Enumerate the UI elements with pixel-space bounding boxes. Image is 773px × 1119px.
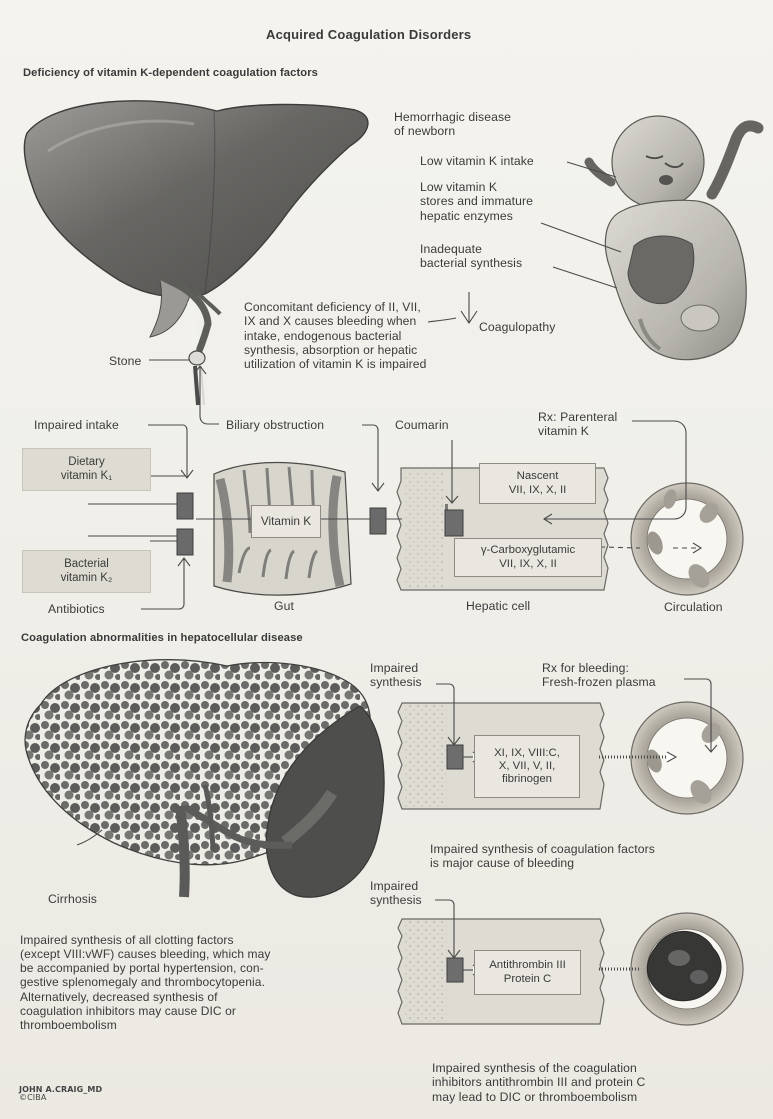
impaired-intake-label: Impaired intake xyxy=(34,418,119,432)
coumarin-label: Coumarin xyxy=(395,418,449,432)
cirrhotic-liver-illustration xyxy=(25,660,384,898)
cause-bacterial: Inadequate bacterial synthesis xyxy=(420,242,522,271)
nascent-factors-box: Nascent VII, IX, X, II xyxy=(479,463,596,504)
stone-label: Stone xyxy=(109,354,141,368)
vitamin-k-pathway-lines xyxy=(88,366,701,609)
concomitant-deficiency-note: Concomitant deficiency of II, VII, IX an… xyxy=(244,300,426,371)
antibiotics-label: Antibiotics xyxy=(48,602,105,616)
rx-bleeding-label: Rx for bleeding: Fresh-frozen plasma xyxy=(542,661,656,690)
coagulation-inhibitors-caption: Impaired synthesis of the coagulation in… xyxy=(432,1061,645,1104)
cause-low-stores: Low vitamin K stores and immature hepati… xyxy=(420,180,533,223)
cirrhosis-label: Cirrhosis xyxy=(48,892,97,906)
circulation-ring xyxy=(631,483,743,595)
coagulation-inhibitors-box: Antithrombin III Protein C xyxy=(474,950,581,995)
circulation-ring-thrombosis xyxy=(631,913,743,1025)
coagulation-factors-caption: Impaired synthesis of coagulation factor… xyxy=(430,842,655,871)
copyright-text: ©CIBA xyxy=(19,1093,46,1102)
gut-label: Gut xyxy=(274,599,294,613)
circulation-label: Circulation xyxy=(664,600,723,614)
hepatic-cell-label: Hepatic cell xyxy=(466,599,530,613)
impaired-synthesis-label-1: Impaired synthesis xyxy=(370,661,422,690)
impaired-synthesis-label-2: Impaired synthesis xyxy=(370,879,422,908)
page-title: Acquired Coagulation Disorders xyxy=(266,27,471,42)
cause-low-intake: Low vitamin K intake xyxy=(420,154,534,168)
newborn-heading: Hemorrhagic disease of newborn xyxy=(394,110,511,139)
dietary-vitamin-k-box: Dietary vitamin K₁ xyxy=(22,448,151,491)
section-heading-vitamin-k: Deficiency of vitamin K-dependent coagul… xyxy=(23,67,318,79)
artist-signature: JOHN A.CRAIG_MD ©CIBA xyxy=(19,1086,102,1103)
bacterial-vitamin-k-box: Bacterial vitamin K₂ xyxy=(22,550,151,593)
result-coagulopathy: Coagulopathy xyxy=(479,320,555,334)
vitamin-k-box: Vitamin K xyxy=(251,505,321,538)
parenteral-vitamin-k-label: Rx: Parenteral vitamin K xyxy=(538,410,617,439)
newborn-illustration xyxy=(589,116,758,360)
cirrhosis-description: Impaired synthesis of all clotting facto… xyxy=(20,933,271,1032)
carboxyglutamic-factors-box: γ-Carboxyglutamic VII, IX, X, II xyxy=(454,538,602,577)
biliary-obstruction-label: Biliary obstruction xyxy=(226,418,324,432)
coagulation-factors-box: XI, IX, VIII:C, X, VII, V, II, fibrinoge… xyxy=(474,735,580,798)
section-heading-hepatocellular: Coagulation abnormalities in hepatocellu… xyxy=(21,632,303,644)
